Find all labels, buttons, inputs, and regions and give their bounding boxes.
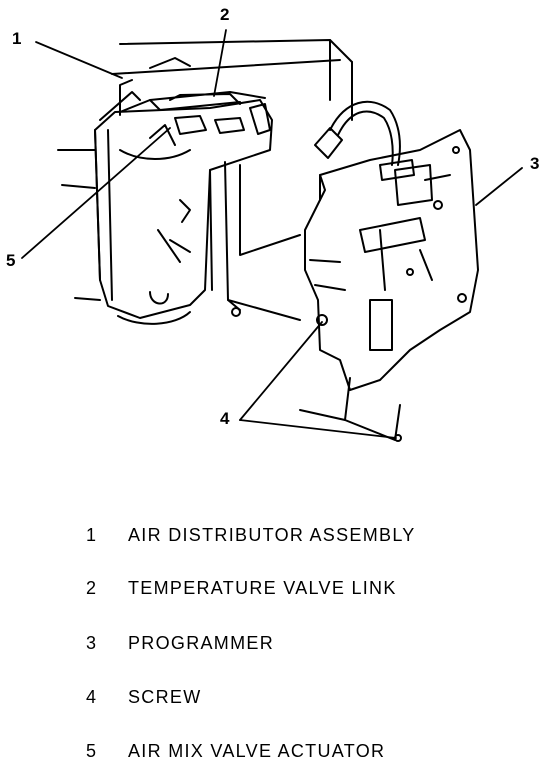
temperature-valve-link-area bbox=[99, 79, 271, 146]
mounting-hole bbox=[457, 293, 467, 303]
legend-item: 1 AIR DISTRIBUTOR ASSEMBLY bbox=[0, 525, 560, 555]
legend-label: SCREW bbox=[128, 687, 202, 707]
callout-5: 5 bbox=[6, 251, 16, 270]
legend-item: 5 AIR MIX VALVE ACTUATOR bbox=[0, 741, 560, 771]
legend-number: 5 bbox=[86, 741, 98, 761]
legend-item: 4 SCREW bbox=[0, 687, 560, 717]
diagram-drawing bbox=[21, 29, 523, 442]
legend-label: TEMPERATURE VALVE LINK bbox=[128, 578, 397, 598]
mounting-hole bbox=[231, 307, 241, 317]
callout-3: 3 bbox=[530, 154, 540, 173]
leader-5 bbox=[21, 127, 171, 259]
screw-shape bbox=[316, 314, 328, 326]
leader-1 bbox=[35, 41, 123, 79]
legend-item: 3 PROGRAMMER bbox=[0, 633, 560, 663]
leader-2 bbox=[213, 29, 227, 97]
exploded-parts-diagram: 1 2 3 4 5 bbox=[6, 5, 540, 442]
mounting-hole bbox=[452, 146, 460, 154]
leader-3 bbox=[475, 167, 523, 206]
mounting-hole bbox=[406, 268, 414, 276]
leader-4a bbox=[239, 321, 323, 421]
leader-lines bbox=[21, 29, 523, 439]
duct-outline bbox=[57, 39, 353, 301]
legend-label: AIR MIX VALVE ACTUATOR bbox=[128, 741, 386, 761]
mounting-hole bbox=[433, 200, 443, 210]
callout-1: 1 bbox=[12, 29, 22, 48]
legend-number: 1 bbox=[86, 525, 98, 545]
callout-2: 2 bbox=[220, 5, 230, 24]
leader-4b bbox=[239, 419, 397, 439]
legend-number: 4 bbox=[86, 687, 98, 707]
legend-number: 3 bbox=[86, 633, 98, 653]
callout-4: 4 bbox=[220, 409, 230, 428]
programmer bbox=[299, 129, 479, 441]
wiring-harness bbox=[314, 100, 415, 181]
air-distributor-assembly bbox=[94, 99, 301, 325]
legend-label: PROGRAMMER bbox=[128, 633, 275, 653]
legend-label: AIR DISTRIBUTOR ASSEMBLY bbox=[128, 525, 416, 545]
legend-number: 2 bbox=[86, 578, 98, 598]
legend-item: 2 TEMPERATURE VALVE LINK bbox=[0, 578, 560, 608]
